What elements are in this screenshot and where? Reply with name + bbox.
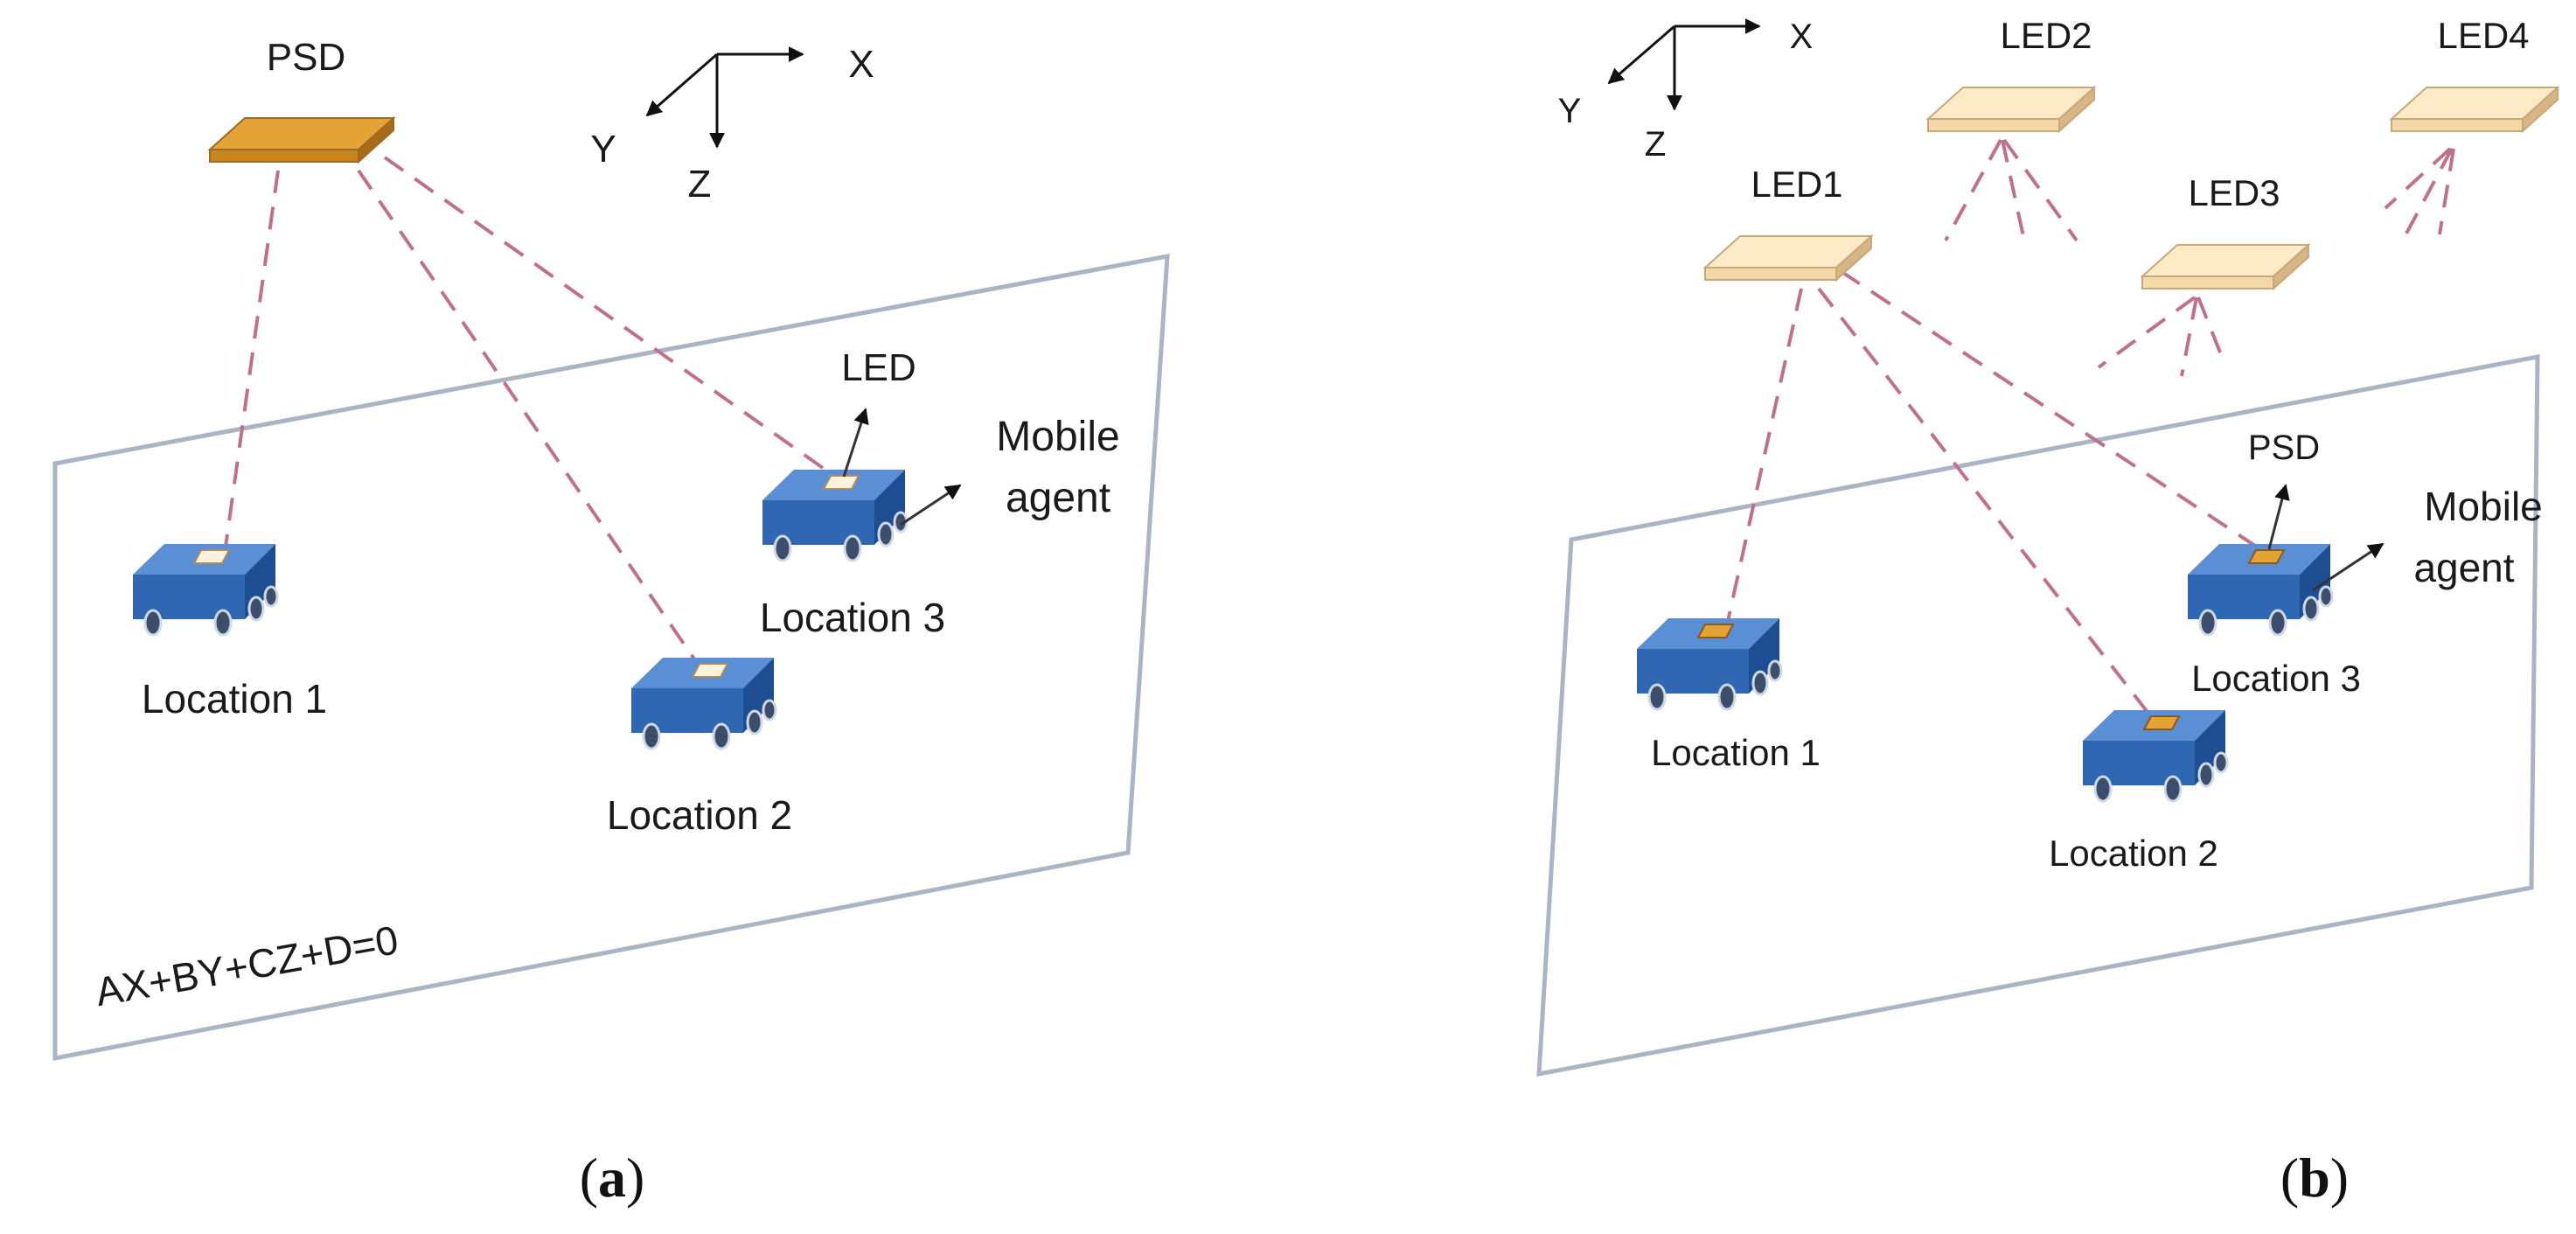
led-ray-fans: [1944, 138, 2455, 377]
psd-label: PSD: [267, 36, 345, 79]
z-axis-label: Z: [688, 163, 712, 206]
led-pointer-arrow: [842, 408, 869, 478]
led1-label: LED1: [1751, 164, 1842, 205]
led3-label: LED3: [2188, 172, 2280, 213]
led2-label: LED2: [2000, 15, 2092, 56]
mobile-agent-label-line1: Mobile: [996, 414, 1119, 460]
x-axis-label: X: [1790, 17, 1814, 56]
floor-plane-a: [52, 253, 1170, 1062]
y-axis-label: Y: [590, 128, 616, 171]
panel-a: PSD X Y Z LED Mobile agent Location 1 Lo…: [52, 36, 1170, 1209]
led2-ceiling-panel: [1927, 87, 2095, 132]
z-axis-label: Z: [1645, 125, 1666, 164]
location-3-label: Location 3: [2191, 658, 2361, 699]
mobile-agent-label-line2: agent: [2413, 545, 2514, 590]
agent-pointer-arrow: [900, 484, 962, 526]
led4-ceiling-panel: [2391, 87, 2559, 132]
psd-pointer-arrow: [2267, 484, 2290, 550]
location-2-label: Location 2: [2049, 833, 2218, 874]
mobile-agent-label-line2: agent: [1006, 475, 1110, 521]
led3-ceiling-panel: [2141, 244, 2309, 289]
led4-label: LED4: [2437, 15, 2529, 56]
location-1-label: Location 1: [142, 676, 327, 722]
caption-b: (b): [2280, 1147, 2349, 1209]
agent-pointer-arrow: [2312, 542, 2385, 592]
location-1-label: Location 1: [1651, 732, 1821, 773]
panel-b: LED1 LED2 LED3 LED4 X Y Z PSD Mobile age…: [1536, 15, 2559, 1209]
axes-b: X Y Z: [1558, 17, 1814, 164]
floor-plane-b: [1536, 353, 2540, 1077]
psd-ceiling-panel: [209, 117, 394, 163]
caption-a: (a): [580, 1147, 645, 1209]
psd-pointer-label: PSD: [2248, 429, 2320, 467]
mobile-agent-label-line1: Mobile: [2424, 484, 2543, 529]
y-axis-label: Y: [1558, 92, 1582, 130]
location-2-label: Location 2: [607, 792, 792, 838]
location-3-label: Location 3: [760, 595, 945, 640]
x-axis-label: X: [848, 43, 874, 86]
rays-a: [224, 156, 837, 662]
axes-a: X Y Z: [590, 43, 874, 206]
rays-b: [1725, 269, 2262, 721]
led-pointer-label: LED: [841, 346, 916, 389]
